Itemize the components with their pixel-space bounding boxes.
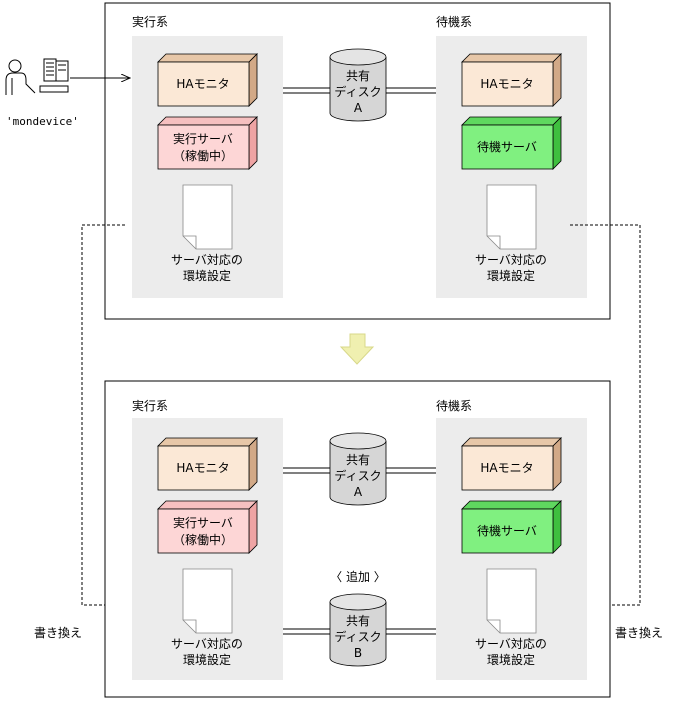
top-disk-a-label-3: A — [354, 101, 363, 115]
top-server-active-box — [157, 116, 258, 170]
top-config-active-document-icon — [182, 184, 233, 250]
bottom-server-standby-box — [461, 500, 562, 554]
bottom-server-active-label-1: 実行サーバ — [173, 515, 233, 530]
top-active-label: 実行系 — [132, 14, 168, 29]
top-config-standby-label-2: 環境設定 — [487, 268, 535, 283]
top-config-active-label-2: 環境設定 — [183, 268, 231, 283]
bottom-disk-a-label-1: 共有 — [346, 453, 370, 467]
command-label: 'mondevice' — [6, 115, 79, 128]
bottom-disk-a-label-2: ディスク — [334, 468, 381, 483]
bottom-server-standby-label: 待機サーバ — [477, 523, 537, 538]
bottom-hamon-active-label: HAモニタ — [176, 461, 229, 475]
rewrite-left-label: 書き換え — [34, 626, 82, 640]
top-config-active-label-1: サーバ対応の — [171, 253, 243, 267]
top-server-active-label-1: 実行サーバ — [173, 131, 233, 146]
bottom-standby-label: 待機系 — [436, 398, 472, 413]
top-hamon-active-box — [157, 53, 258, 107]
top-server-standby-box — [461, 116, 562, 170]
bottom-disk-b-label-2: ディスク — [334, 629, 381, 644]
bottom-disk-a-cylinder — [329, 432, 387, 506]
rewrite-right-label: 書き換え — [615, 626, 663, 640]
bottom-config-standby-label-2: 環境設定 — [487, 652, 535, 667]
top-config-standby-document-icon — [486, 184, 537, 250]
top-config-standby-label-1: サーバ対応の — [475, 253, 547, 267]
bottom-server-active-box — [157, 500, 258, 554]
bottom-disk-b-label-3: B — [354, 646, 362, 660]
bottom-disk-b-cylinder — [329, 593, 387, 667]
bottom-hamon-standby-box — [461, 437, 562, 491]
bottom-config-active-document-icon — [182, 568, 233, 634]
bottom-disk-a-connectors — [283, 467, 436, 474]
top-standby-label: 待機系 — [436, 14, 472, 29]
top-disk-a-label-1: 共有 — [346, 69, 370, 83]
added-label: 〈 追加 〉 — [330, 569, 386, 584]
bottom-hamon-active-box — [157, 437, 258, 491]
bottom-config-active-label-1: サーバ対応の — [171, 637, 243, 651]
operator-terminal-icon — [5, 58, 69, 95]
bottom-config-active-label-2: 環境設定 — [183, 652, 231, 667]
top-server-active-label-2: （稼働中） — [173, 148, 233, 163]
top-hamon-active-label: HAモニタ — [176, 77, 229, 91]
bottom-active-label: 実行系 — [132, 398, 168, 413]
top-disk-a-label-2: ディスク — [334, 84, 381, 99]
bottom-disk-b-connectors — [283, 628, 436, 635]
transition-down-arrow-icon — [339, 333, 375, 365]
bottom-config-standby-label-1: サーバ対応の — [475, 637, 547, 651]
top-disk-a-cylinder — [329, 48, 387, 122]
bottom-disk-a-label-3: A — [354, 485, 363, 499]
bottom-hamon-standby-label: HAモニタ — [480, 461, 533, 475]
bottom-disk-b-label-1: 共有 — [346, 614, 370, 628]
bottom-config-standby-document-icon — [486, 568, 537, 634]
top-server-standby-label: 待機サーバ — [477, 139, 537, 154]
bottom-server-active-label-2: （稼働中） — [173, 532, 233, 547]
top-disk-a-connectors — [283, 87, 436, 94]
top-hamon-standby-label: HAモニタ — [480, 77, 533, 91]
top-hamon-standby-box — [461, 53, 562, 107]
